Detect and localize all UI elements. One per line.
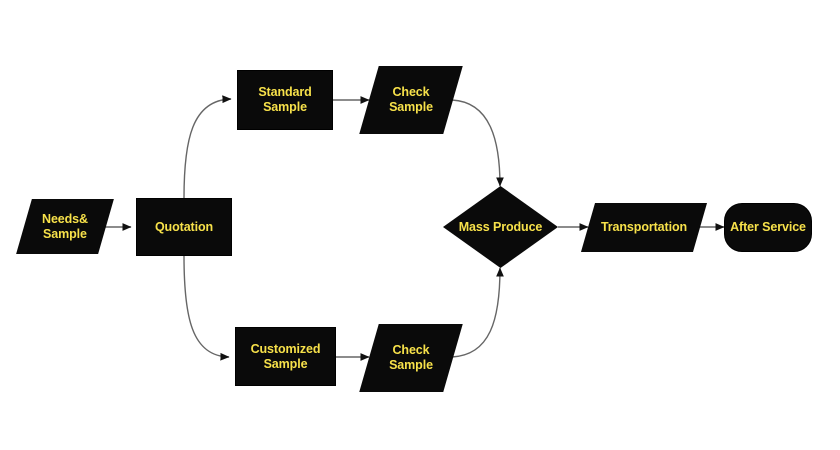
node-needs-sample-shape <box>16 199 114 254</box>
node-check-sample-top-shape <box>359 66 463 134</box>
node-check-sample-top[interactable]: Check Sample <box>359 66 463 134</box>
node-check-sample-bottom[interactable]: Check Sample <box>359 324 463 392</box>
node-needs-sample[interactable]: Needs& Sample <box>16 199 114 254</box>
node-quotation[interactable]: Quotation <box>136 198 232 256</box>
node-after-service-label: After Service <box>730 220 806 234</box>
edge-check-sample-bottom-to-mass-produce <box>451 267 504 358</box>
node-transportation-shape <box>580 203 708 252</box>
node-customized-sample[interactable]: Customized Sample <box>235 327 336 386</box>
edge-quotation-to-customized-sample <box>183 255 230 361</box>
node-transportation[interactable]: Transportation <box>580 203 708 252</box>
edge-check-sample-top-to-mass-produce <box>451 99 504 187</box>
node-quotation-label: Quotation <box>154 219 214 234</box>
edge-quotation-to-standard-sample <box>183 95 232 199</box>
node-after-service[interactable]: After Service <box>724 203 812 252</box>
node-standard-sample[interactable]: Standard Sample <box>237 70 333 130</box>
node-standard-sample-label: Standard Sample <box>258 85 312 114</box>
node-mass-produce-shape <box>443 186 558 268</box>
node-customized-sample-label: Customized Sample <box>250 341 321 371</box>
node-check-sample-bottom-shape <box>359 324 463 392</box>
node-mass-produce[interactable]: Mass Produce <box>443 186 558 268</box>
